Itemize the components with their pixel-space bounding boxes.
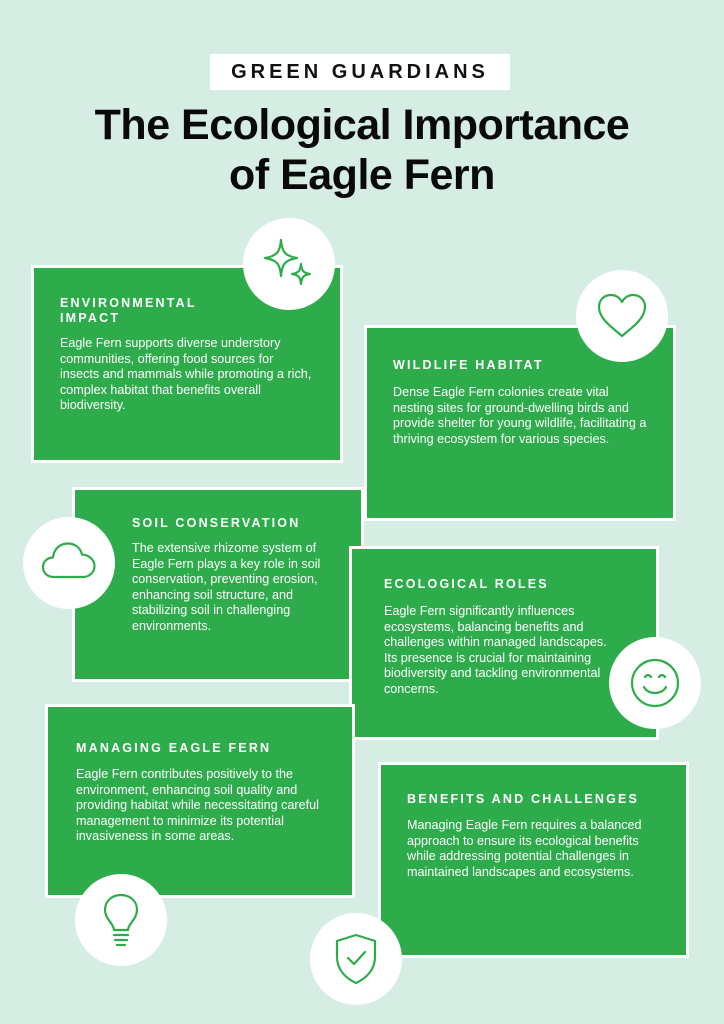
environmental-impact-title: ENVIRONMENTAL IMPACT xyxy=(60,296,314,326)
environmental-impact-text: Eagle Fern supports diverse understory c… xyxy=(60,336,312,413)
wildlife-habitat-title: WILDLIFE HABITAT xyxy=(393,358,544,372)
shield-check-icon xyxy=(335,933,377,985)
shield-check-badge xyxy=(310,913,402,1005)
lightbulb-icon xyxy=(103,893,139,947)
lightbulb-badge xyxy=(75,874,167,966)
heart-icon xyxy=(597,293,647,338)
managing-eagle-fern-text: Eagle Fern contributes positively to the… xyxy=(76,767,319,844)
page-title-line2: of Eagle Fern xyxy=(229,151,495,199)
benefits-and-challenges-title: BENEFITS AND CHALLENGES xyxy=(407,792,640,806)
heart-badge xyxy=(576,270,668,362)
smiley-icon xyxy=(630,658,680,708)
ecological-roles-text: Eagle Fern significantly influences ecos… xyxy=(384,604,607,696)
wildlife-habitat-text: Dense Eagle Fern colonies create vital n… xyxy=(393,385,647,446)
benefits-and-challenges-text: Managing Eagle Fern requires a balanced … xyxy=(407,818,642,879)
soil-conservation-title: SOIL CONSERVATION xyxy=(132,516,301,530)
ecological-roles-card: ECOLOGICAL ROLES Eagle Fern significantl… xyxy=(349,546,659,740)
brand-label: GREEN GUARDIANS xyxy=(210,54,510,90)
page-title-line1: The Ecological Importance xyxy=(94,101,630,149)
managing-eagle-fern-card: MANAGING EAGLE FERN Eagle Fern contribut… xyxy=(45,704,355,898)
environmental-impact-title-line2: IMPACT xyxy=(60,311,121,325)
sparkles-badge xyxy=(243,218,335,310)
cloud-icon xyxy=(41,542,96,579)
ecological-roles-title: ECOLOGICAL ROLES xyxy=(384,577,549,591)
smiley-badge xyxy=(609,637,701,729)
managing-eagle-fern-title: MANAGING EAGLE FERN xyxy=(76,741,272,755)
page-title: The Ecological Importance of Eagle Fern xyxy=(0,100,724,200)
soil-conservation-text: The extensive rhizome system of Eagle Fe… xyxy=(132,541,321,633)
cloud-badge xyxy=(23,517,115,609)
benefits-and-challenges-card: BENEFITS AND CHALLENGES Managing Eagle F… xyxy=(378,762,689,958)
soil-conservation-card: SOIL CONSERVATION The extensive rhizome … xyxy=(72,487,364,682)
sparkles-icon xyxy=(263,238,312,286)
environmental-impact-title-line1: ENVIRONMENTAL xyxy=(60,296,197,310)
